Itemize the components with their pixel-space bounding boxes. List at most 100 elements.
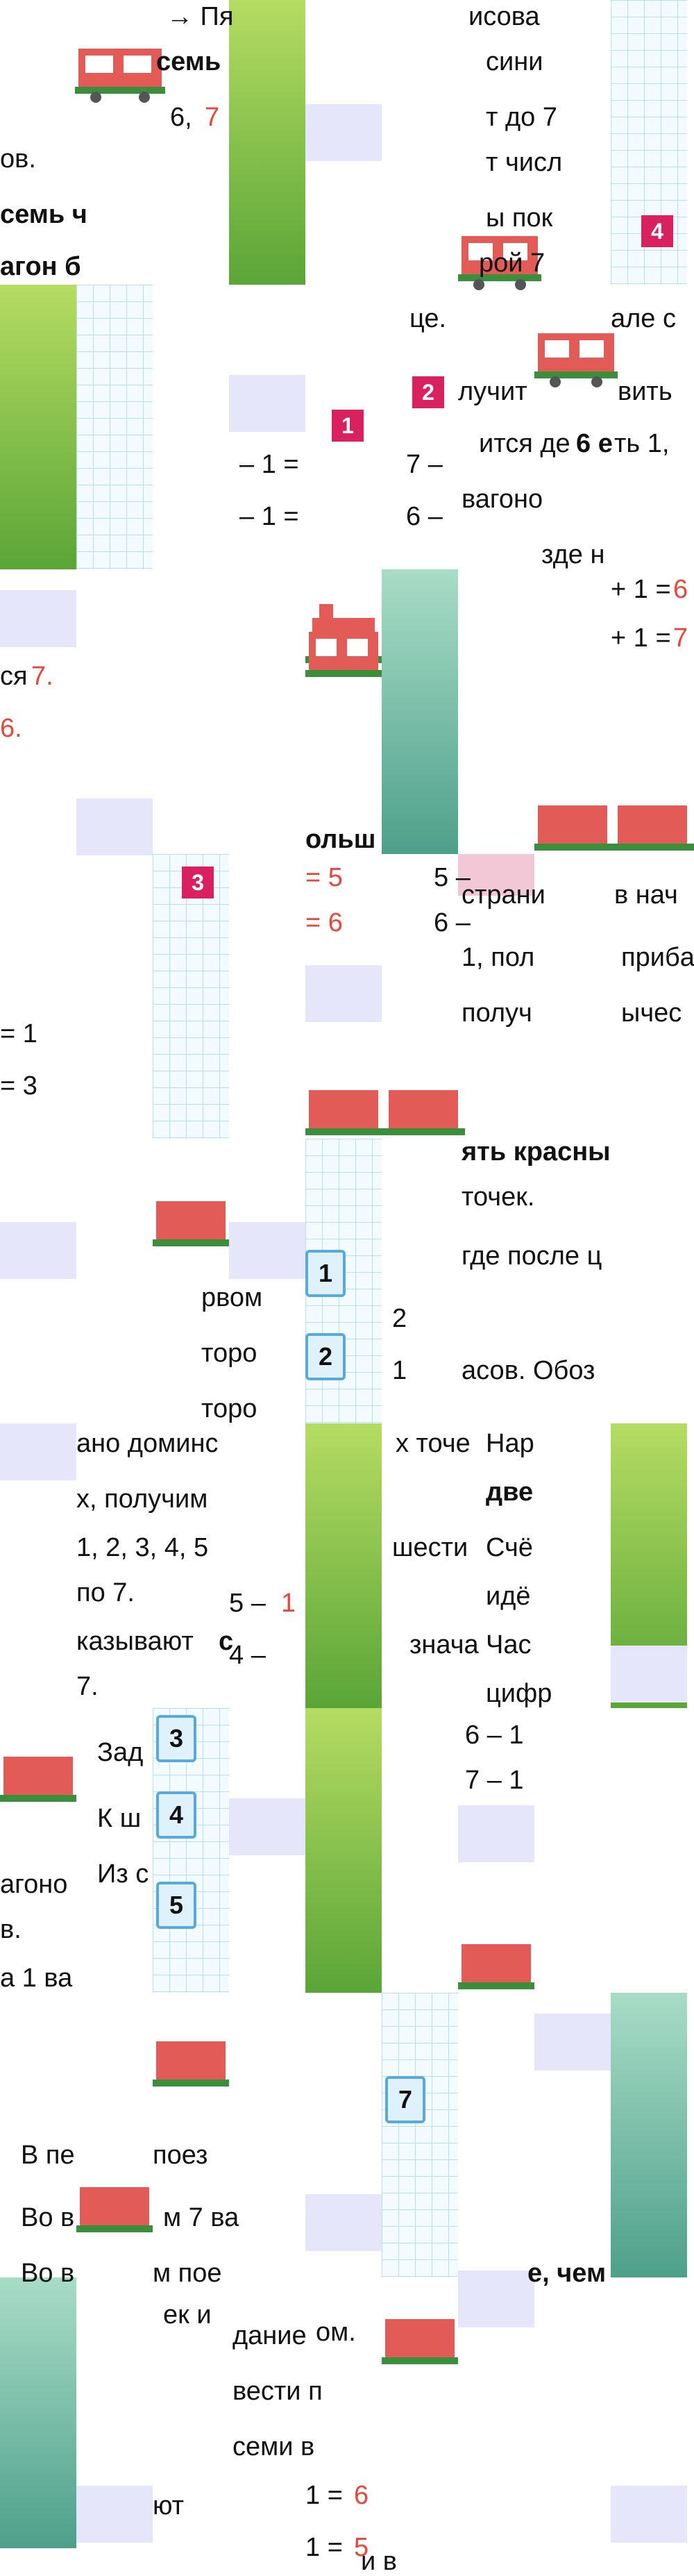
- text-fragment: получ: [462, 998, 532, 1028]
- train-wagon-icon: [458, 236, 541, 290]
- equation-fragment: – 1 =: [239, 502, 299, 531]
- equation-fragment: 5 –: [434, 863, 471, 892]
- answer-pad: [0, 1222, 76, 1279]
- number-box: 4: [156, 1791, 196, 1839]
- text-fragment: сини: [486, 47, 543, 76]
- text-fragment: лучит: [458, 377, 527, 406]
- train-wagons-icon: [305, 1090, 465, 1135]
- equation-fragment: 6: [673, 575, 688, 604]
- text-fragment: ано доминс: [76, 1429, 219, 1458]
- equation-fragment: 7: [673, 624, 688, 653]
- task-badge-4: 4: [641, 215, 673, 247]
- text-fragment: дание: [232, 2321, 307, 2350]
- text-fragment: вагоно: [462, 485, 543, 514]
- pink-wave: [458, 854, 534, 896]
- text-fragment: зде н: [541, 540, 605, 569]
- text-fragment: в нач: [614, 880, 678, 910]
- equation-fragment: 7 –: [406, 450, 443, 479]
- text-fragment: 2: [392, 1304, 407, 1333]
- answer-pad: [458, 1805, 534, 1862]
- answer-pad: [229, 1222, 305, 1279]
- equation-fragment: = 5: [305, 863, 343, 892]
- text-fragment: а 1 ва: [0, 1964, 73, 1993]
- answer-pad: [534, 2014, 611, 2071]
- train-wagon-icon: [153, 1201, 229, 1246]
- text-fragment: агон б: [0, 252, 81, 281]
- number-box: 7: [385, 2076, 425, 2123]
- equation-fragment: 1 =: [305, 2533, 343, 2562]
- equation-fragment: = 6: [305, 908, 343, 937]
- text-fragment: рой 7: [479, 249, 545, 278]
- answer-pad: [305, 104, 382, 161]
- text-fragment: точек.: [462, 1182, 535, 1212]
- text-fragment: вести п: [232, 2377, 323, 2406]
- number-box: 2: [305, 1333, 346, 1380]
- answer-pad: [0, 1423, 76, 1480]
- train-wagon-icon: [75, 49, 165, 103]
- task-badge-3: 3: [182, 867, 214, 898]
- sea-illustration: [0, 2277, 76, 2548]
- grid-paper: [153, 854, 229, 1139]
- text-fragment: ы пок: [486, 203, 553, 233]
- answer-pad: [305, 2194, 382, 2251]
- text-fragment: торо: [201, 1394, 257, 1423]
- answer-pad: [229, 1798, 305, 1855]
- text-fragment: 7: [205, 103, 220, 132]
- text-fragment: две: [486, 1478, 534, 1507]
- text-fragment: В пе: [21, 2141, 75, 2170]
- text-fragment: цифр: [486, 1679, 552, 1708]
- equation-fragment: = 3: [0, 1071, 37, 1101]
- text-fragment: Зад: [97, 1738, 144, 1767]
- text-fragment: семи в: [232, 2432, 315, 2461]
- text-fragment: 1: [392, 1356, 407, 1385]
- text-fragment: ится де: [479, 429, 570, 458]
- text-fragment: прибa: [621, 943, 694, 972]
- number-box: 5: [156, 1882, 196, 1929]
- text-fragment: 7.: [76, 1672, 99, 1701]
- text-fragment: е, чем: [527, 2259, 607, 2288]
- text-fragment: поез: [153, 2141, 208, 2170]
- equation-fragment: 1: [281, 1589, 296, 1618]
- train-wagon-icon: [76, 2187, 153, 2232]
- equation-fragment: + 1 =: [611, 575, 671, 604]
- text-fragment: ть 1,: [614, 429, 670, 458]
- fisherman-illustration: [305, 1708, 382, 1993]
- text-fragment: ся: [0, 662, 28, 691]
- text-fragment: Из с: [97, 1859, 149, 1889]
- equation-fragment: 6 –: [434, 908, 471, 937]
- text-fragment: → Пя: [167, 2, 234, 31]
- text-fragment: рвом: [201, 1283, 263, 1312]
- equation-fragment: 6 – 1: [465, 1721, 524, 1750]
- sea-illustration: [382, 569, 458, 854]
- text-fragment: вить: [618, 377, 672, 406]
- text-fragment: семь: [156, 47, 221, 76]
- text-fragment: ычес: [621, 998, 682, 1028]
- text-fragment: х, получим: [76, 1484, 208, 1514]
- text-fragment: т числ: [486, 148, 563, 177]
- forest-illustration: [229, 0, 305, 285]
- text-fragment: страни: [462, 880, 545, 910]
- text-fragment: м 7 ва: [163, 2203, 239, 2232]
- text-fragment: агоно: [0, 1870, 68, 1899]
- answer-pad: [458, 2270, 534, 2327]
- equation-fragment: 5 –: [229, 1589, 266, 1618]
- text-fragment: где после ц: [462, 1241, 602, 1271]
- train-wagon-icon: [458, 1944, 534, 1989]
- text-fragment: казывают: [76, 1627, 194, 1656]
- text-fragment: Счё: [486, 1533, 533, 1562]
- train-wagon-icon: [305, 632, 382, 677]
- answer-pad: [229, 375, 305, 432]
- text-fragment: т до 7: [486, 103, 557, 132]
- text-fragment: 6.: [0, 714, 22, 743]
- answer-pad: [76, 2486, 153, 2543]
- grid-paper: [76, 285, 153, 569]
- equation-fragment: = 1: [0, 1019, 37, 1048]
- train-wagon-icon: [153, 2041, 229, 2086]
- equation-fragment: – 1 =: [239, 450, 299, 479]
- text-fragment: 6,: [170, 103, 192, 132]
- text-fragment: идё: [486, 1582, 531, 1611]
- train-wagon-icon: [0, 1757, 76, 1802]
- text-fragment: 1, 2, 3, 4, 5: [76, 1533, 209, 1562]
- text-fragment: К ш: [97, 1804, 142, 1833]
- text-fragment: знача: [409, 1630, 479, 1659]
